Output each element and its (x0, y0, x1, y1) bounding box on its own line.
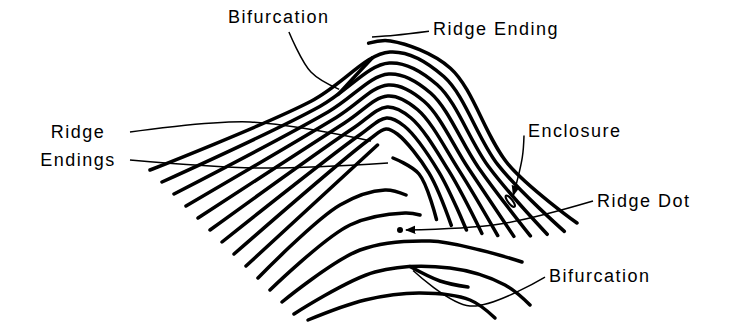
feature-label: Bifurcation (228, 6, 330, 28)
leader-line (372, 31, 429, 37)
ridge-line (294, 266, 530, 314)
leader-line (130, 160, 388, 168)
ridge-line (174, 74, 530, 236)
bifurcation-branch (410, 267, 468, 287)
enclosure-ridge (504, 194, 516, 208)
ridge-group (150, 41, 577, 320)
ridge-dot (397, 227, 403, 233)
ridge-line (150, 52, 564, 231)
ridge-line (270, 213, 420, 290)
bifurcation-branch (338, 58, 372, 95)
feature-label: Bifurcation (549, 265, 651, 287)
leader-line (513, 135, 524, 195)
ridge-line (393, 158, 437, 220)
leader-line (406, 201, 593, 230)
leader-line (413, 271, 545, 307)
feature-group (338, 58, 516, 287)
ridge-line (210, 107, 482, 233)
ridge-line (308, 293, 495, 320)
feature-label: Ridge Endings (30, 118, 126, 174)
leader-line (289, 32, 339, 89)
feature-label: Ridge Dot (597, 190, 691, 212)
leader-line (130, 122, 371, 141)
feature-label: Ridge Ending (433, 18, 559, 40)
ridge-line (162, 63, 547, 234)
leader-group (130, 31, 593, 306)
feature-label: Enclosure (528, 120, 622, 142)
